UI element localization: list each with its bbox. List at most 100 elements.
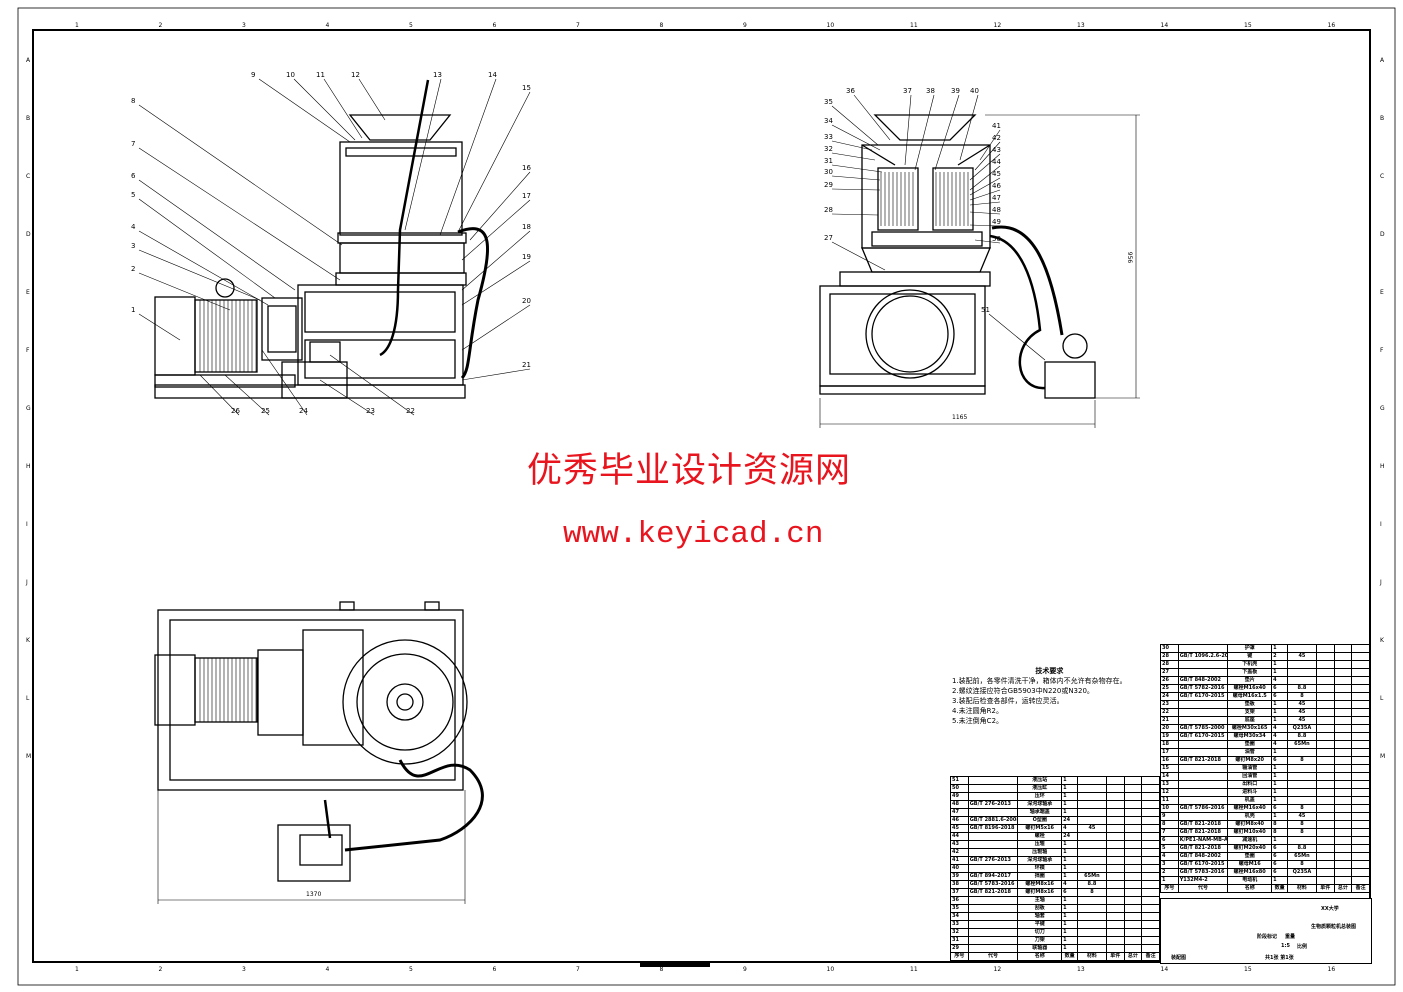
table-cell: GB/T 8196-2018 — [967, 824, 1019, 833]
table-cell — [1351, 732, 1370, 741]
drawing-type: 装配图 — [1171, 955, 1187, 961]
part-balloon: 17 — [522, 192, 531, 200]
table-cell — [1123, 872, 1143, 881]
table-cell: 6 — [1271, 756, 1288, 765]
leader-line — [138, 230, 269, 306]
zone-column-label: 10 — [827, 966, 835, 973]
table-cell — [1286, 660, 1317, 669]
table-cell: 螺钉M8x40 — [1227, 820, 1273, 829]
part-balloon: 4 — [131, 223, 136, 231]
table-cell — [1315, 724, 1335, 733]
table-cell: 38 — [950, 880, 969, 889]
table-cell — [1105, 832, 1125, 841]
zone-column-label: 12 — [994, 966, 1002, 973]
zone-row-label: I — [26, 521, 28, 528]
part-balloon: 6 — [131, 172, 136, 180]
table-cell — [1333, 700, 1353, 709]
table-cell — [1315, 796, 1335, 805]
leader-line — [914, 94, 935, 171]
table-cell — [1333, 844, 1353, 853]
table-cell — [1315, 644, 1335, 653]
table-cell: GB/T 5783-2016 — [967, 880, 1019, 889]
table-cell — [1315, 660, 1335, 669]
table-cell: 联轴器 — [1017, 944, 1063, 953]
table-cell — [1076, 920, 1107, 929]
table-cell — [1351, 700, 1370, 709]
table-cell: 12 — [1160, 788, 1179, 797]
table-cell — [1286, 772, 1317, 781]
leader-line — [461, 368, 531, 381]
table-cell: 1 — [1061, 896, 1078, 905]
table-cell: Q235A — [1286, 724, 1317, 733]
part-balloon: 10 — [286, 71, 295, 79]
table-cell: 41 — [950, 856, 969, 865]
table-cell — [1333, 668, 1353, 677]
zone-row-label: L — [1380, 695, 1384, 702]
part-balloon: 16 — [522, 164, 531, 172]
table-cell: 8.8 — [1076, 880, 1107, 889]
table-cell — [1286, 876, 1317, 885]
table-cell — [1333, 852, 1353, 861]
table-cell: GB/T 821-2018 — [967, 888, 1019, 897]
leader-line — [969, 189, 1001, 201]
table-cell: 垫板 — [1227, 700, 1273, 709]
leader-line — [261, 349, 308, 416]
table-cell: 14 — [1160, 772, 1179, 781]
table-cell: 6 — [1061, 888, 1078, 897]
table-cell: 1 — [1061, 856, 1078, 865]
table-cell: 10 — [1160, 804, 1179, 813]
table-cell — [1123, 832, 1143, 841]
table-cell: 螺钉M8x20 — [1227, 756, 1273, 765]
leader-line — [439, 78, 497, 236]
scale-value: 1:5 — [1281, 943, 1290, 949]
table-cell — [1177, 764, 1229, 773]
table-cell: 机壳 — [1227, 812, 1273, 821]
hydraulic-station — [1044, 361, 1096, 399]
table-cell — [1105, 920, 1125, 929]
part-balloon: 14 — [488, 71, 497, 79]
table-cell — [1076, 904, 1107, 913]
table-cell: 压辊 — [1017, 840, 1063, 849]
table-cell: 45 — [1076, 824, 1107, 833]
zone-row-label: F — [1380, 347, 1384, 354]
part-balloon: 37 — [903, 87, 912, 95]
table-cell — [1105, 864, 1125, 873]
watermark-url[interactable]: www.keyicad.cn — [563, 517, 824, 552]
zone-row-label: J — [25, 579, 28, 586]
table-cell: 1 — [1271, 716, 1288, 725]
table-cell — [1333, 756, 1353, 765]
part-balloon: 2 — [131, 265, 135, 273]
table-cell — [1123, 856, 1143, 865]
table-cell: 28 — [1160, 652, 1179, 661]
table-cell — [967, 808, 1019, 817]
leader-line — [831, 241, 886, 271]
zone-row-label: I — [1380, 521, 1382, 528]
leader-line — [969, 153, 1001, 181]
title-block: XX大学 生物质颗粒机总装图 阶段标记 重量 1:5 比例 共1张 第1张 装配… — [1160, 898, 1372, 964]
leader-line — [969, 177, 1001, 196]
table-cell: 1 — [1061, 872, 1078, 881]
table-cell: 24 — [1061, 832, 1078, 841]
zone-column-label: 15 — [1244, 966, 1252, 973]
table-cell — [1333, 820, 1353, 829]
table-cell — [1123, 944, 1143, 953]
part-balloon: 42 — [992, 134, 1001, 142]
table-cell: 回油管 — [1227, 772, 1273, 781]
table-cell — [1333, 724, 1353, 733]
table-cell: 1 — [1271, 644, 1288, 653]
top-hydraulic-station — [277, 824, 351, 882]
table-cell: 23 — [1160, 700, 1179, 709]
table-cell: 1 — [1061, 776, 1078, 785]
table-cell — [1351, 820, 1370, 829]
table-cell — [1105, 880, 1125, 889]
table-cell: GB/T 6170-2015 — [1177, 732, 1229, 741]
table-cell: 45 — [1286, 708, 1317, 717]
